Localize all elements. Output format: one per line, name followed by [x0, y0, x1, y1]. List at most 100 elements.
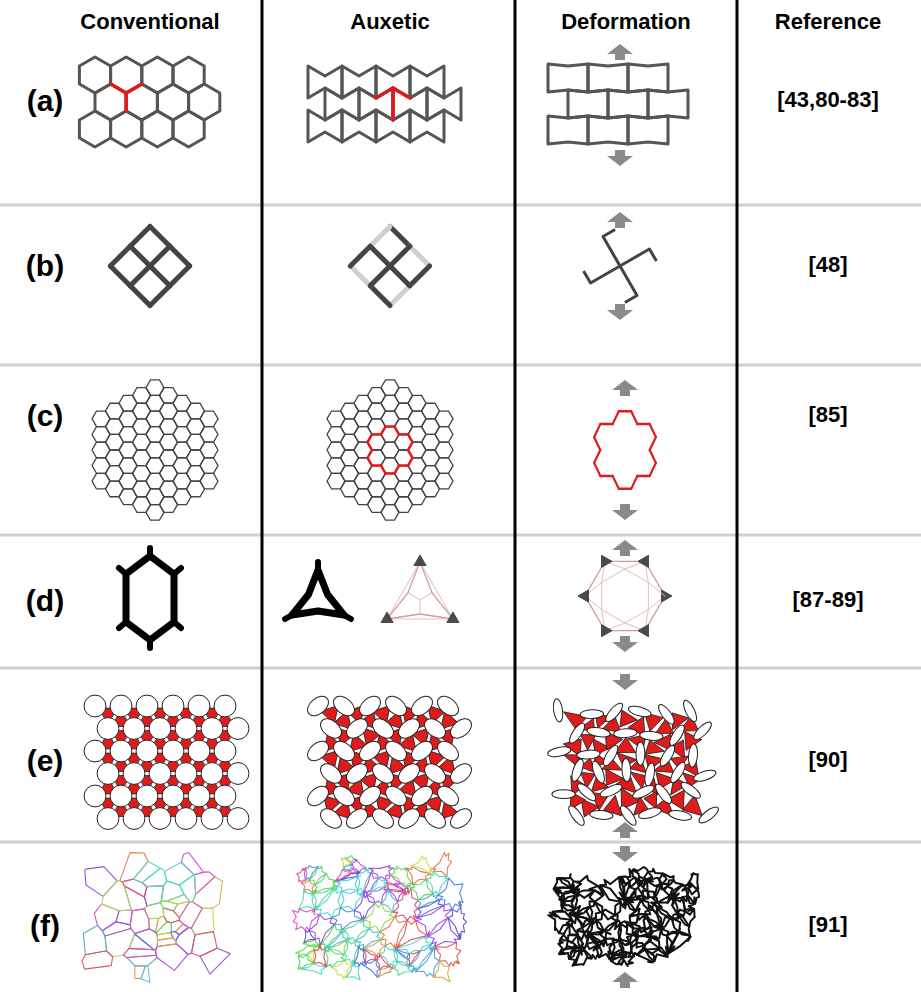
reference: [85] [808, 403, 847, 427]
random-network-part [336, 870, 352, 882]
unit-cell-highlight-part [124, 93, 128, 111]
deformed-network-part [620, 940, 631, 952]
reference: [43,80-83] [777, 88, 879, 112]
perforated-lattice-part [149, 763, 171, 785]
table-rule-part [514, 0, 517, 992]
load-arrow [607, 44, 638, 988]
random-network-part [292, 909, 319, 930]
perforated-lattice-part [110, 740, 132, 762]
table-rule-part [0, 534, 921, 537]
random-network-part [303, 940, 320, 946]
random-network-part [163, 908, 179, 923]
hexagonal-sheet-part [200, 411, 218, 427]
honeycomb-cell-part [111, 111, 142, 147]
random-network-part [363, 939, 385, 956]
square-lattice-part [170, 266, 190, 286]
random-network [82, 852, 230, 982]
random-network-part [149, 918, 159, 932]
perforated-lattice-part [84, 695, 106, 717]
perforated-lattice-part [421, 715, 449, 742]
pinwheel-part [620, 266, 637, 302]
hexagonal-sheet [92, 380, 218, 520]
load-arrow-part [612, 540, 638, 556]
deformed-lattice-part [547, 745, 572, 758]
deformed-network-part [619, 924, 632, 942]
reentrant-ligament-cell [285, 562, 351, 619]
random-network-part [297, 868, 306, 884]
deformed-lattice-part [668, 760, 688, 785]
deformed-network-part [645, 918, 661, 936]
random-network-part [416, 905, 453, 936]
random-network-part [82, 951, 113, 969]
random-network-part [302, 880, 315, 893]
deformed-lattice-part [586, 726, 611, 739]
table-rule-part [261, 0, 264, 992]
table-rule-part [736, 0, 739, 992]
perforated-lattice-part [434, 737, 462, 764]
unit-cell-highlight-part [408, 458, 413, 466]
load-arrow-part [612, 504, 638, 520]
truss-model-part [387, 562, 453, 619]
ligament-cell-part [174, 622, 181, 628]
square-lattice [110, 226, 189, 305]
square-lattice-part [130, 266, 150, 286]
perforated-lattice-part [149, 718, 171, 740]
perforated-lattice-part [188, 695, 210, 717]
deformed-network-part [645, 949, 668, 962]
deformed-ring-part [650, 450, 656, 463]
perforated-lattice-part [188, 785, 210, 807]
random-network-part [407, 866, 431, 885]
deformed-network-part [575, 890, 595, 913]
perforated-lattice-part [136, 785, 158, 807]
truss-model-part [408, 593, 420, 600]
deformed-lattice-part [601, 743, 621, 768]
hexagonal-sheet-part [395, 450, 413, 466]
perforated-lattice-part [382, 782, 410, 809]
random-network-part [340, 891, 364, 911]
perforated-lattice-part [369, 805, 397, 832]
reference: [91] [808, 913, 847, 937]
random-network-part [342, 919, 369, 941]
deformed-ring-part [594, 463, 600, 476]
deformed-lattice-part [621, 758, 631, 782]
deformed-cell-part [588, 64, 628, 92]
random-network-part [192, 877, 222, 908]
deformed-ring-part [631, 411, 637, 424]
random-network-part [370, 878, 386, 891]
pinwheel-part [584, 266, 620, 283]
hexagonal-sheet-part [435, 427, 453, 443]
deformed-network-part [656, 896, 677, 918]
rotating-squares-part [350, 266, 370, 286]
perforated-lattice-part [434, 692, 462, 719]
ligament-cell-part [147, 640, 153, 648]
deformed-lattice-part [580, 709, 604, 719]
random-network-part [130, 909, 149, 934]
perforated-lattice-part [317, 760, 345, 787]
hexagonal-sheet-part [354, 442, 372, 458]
perforated-lattice-part [201, 763, 223, 785]
random-network-part [304, 930, 315, 942]
deformed-lattice-part [688, 744, 699, 768]
unit-cell-highlight-part [381, 466, 386, 474]
perforated-lattice-part [304, 692, 332, 719]
perforated-lattice-part [330, 692, 358, 719]
reentrant-ligament-cell-part [292, 570, 344, 615]
random-network-part [355, 928, 381, 948]
pinwheel-part [603, 230, 620, 266]
reentrant-ligament-cell-part [285, 615, 292, 619]
unit-cell-highlight [376, 88, 410, 120]
load-arrow-part [612, 674, 638, 690]
deformed-network-part [687, 873, 698, 889]
deformed-lattice-part [653, 782, 674, 806]
unit-cell-highlight-part [399, 464, 408, 467]
deformed-cell-part [548, 64, 588, 92]
perforated-lattice-part [175, 718, 197, 740]
row-label: (b) [26, 249, 64, 282]
deformed-network-part [559, 948, 575, 959]
random-network-part [350, 859, 366, 872]
deformed-network-part [615, 900, 638, 924]
deformed-network-part [584, 944, 599, 959]
load-arrow-part [607, 212, 633, 228]
unit-cell-highlight-part [393, 88, 410, 98]
random-network-part [116, 910, 132, 925]
